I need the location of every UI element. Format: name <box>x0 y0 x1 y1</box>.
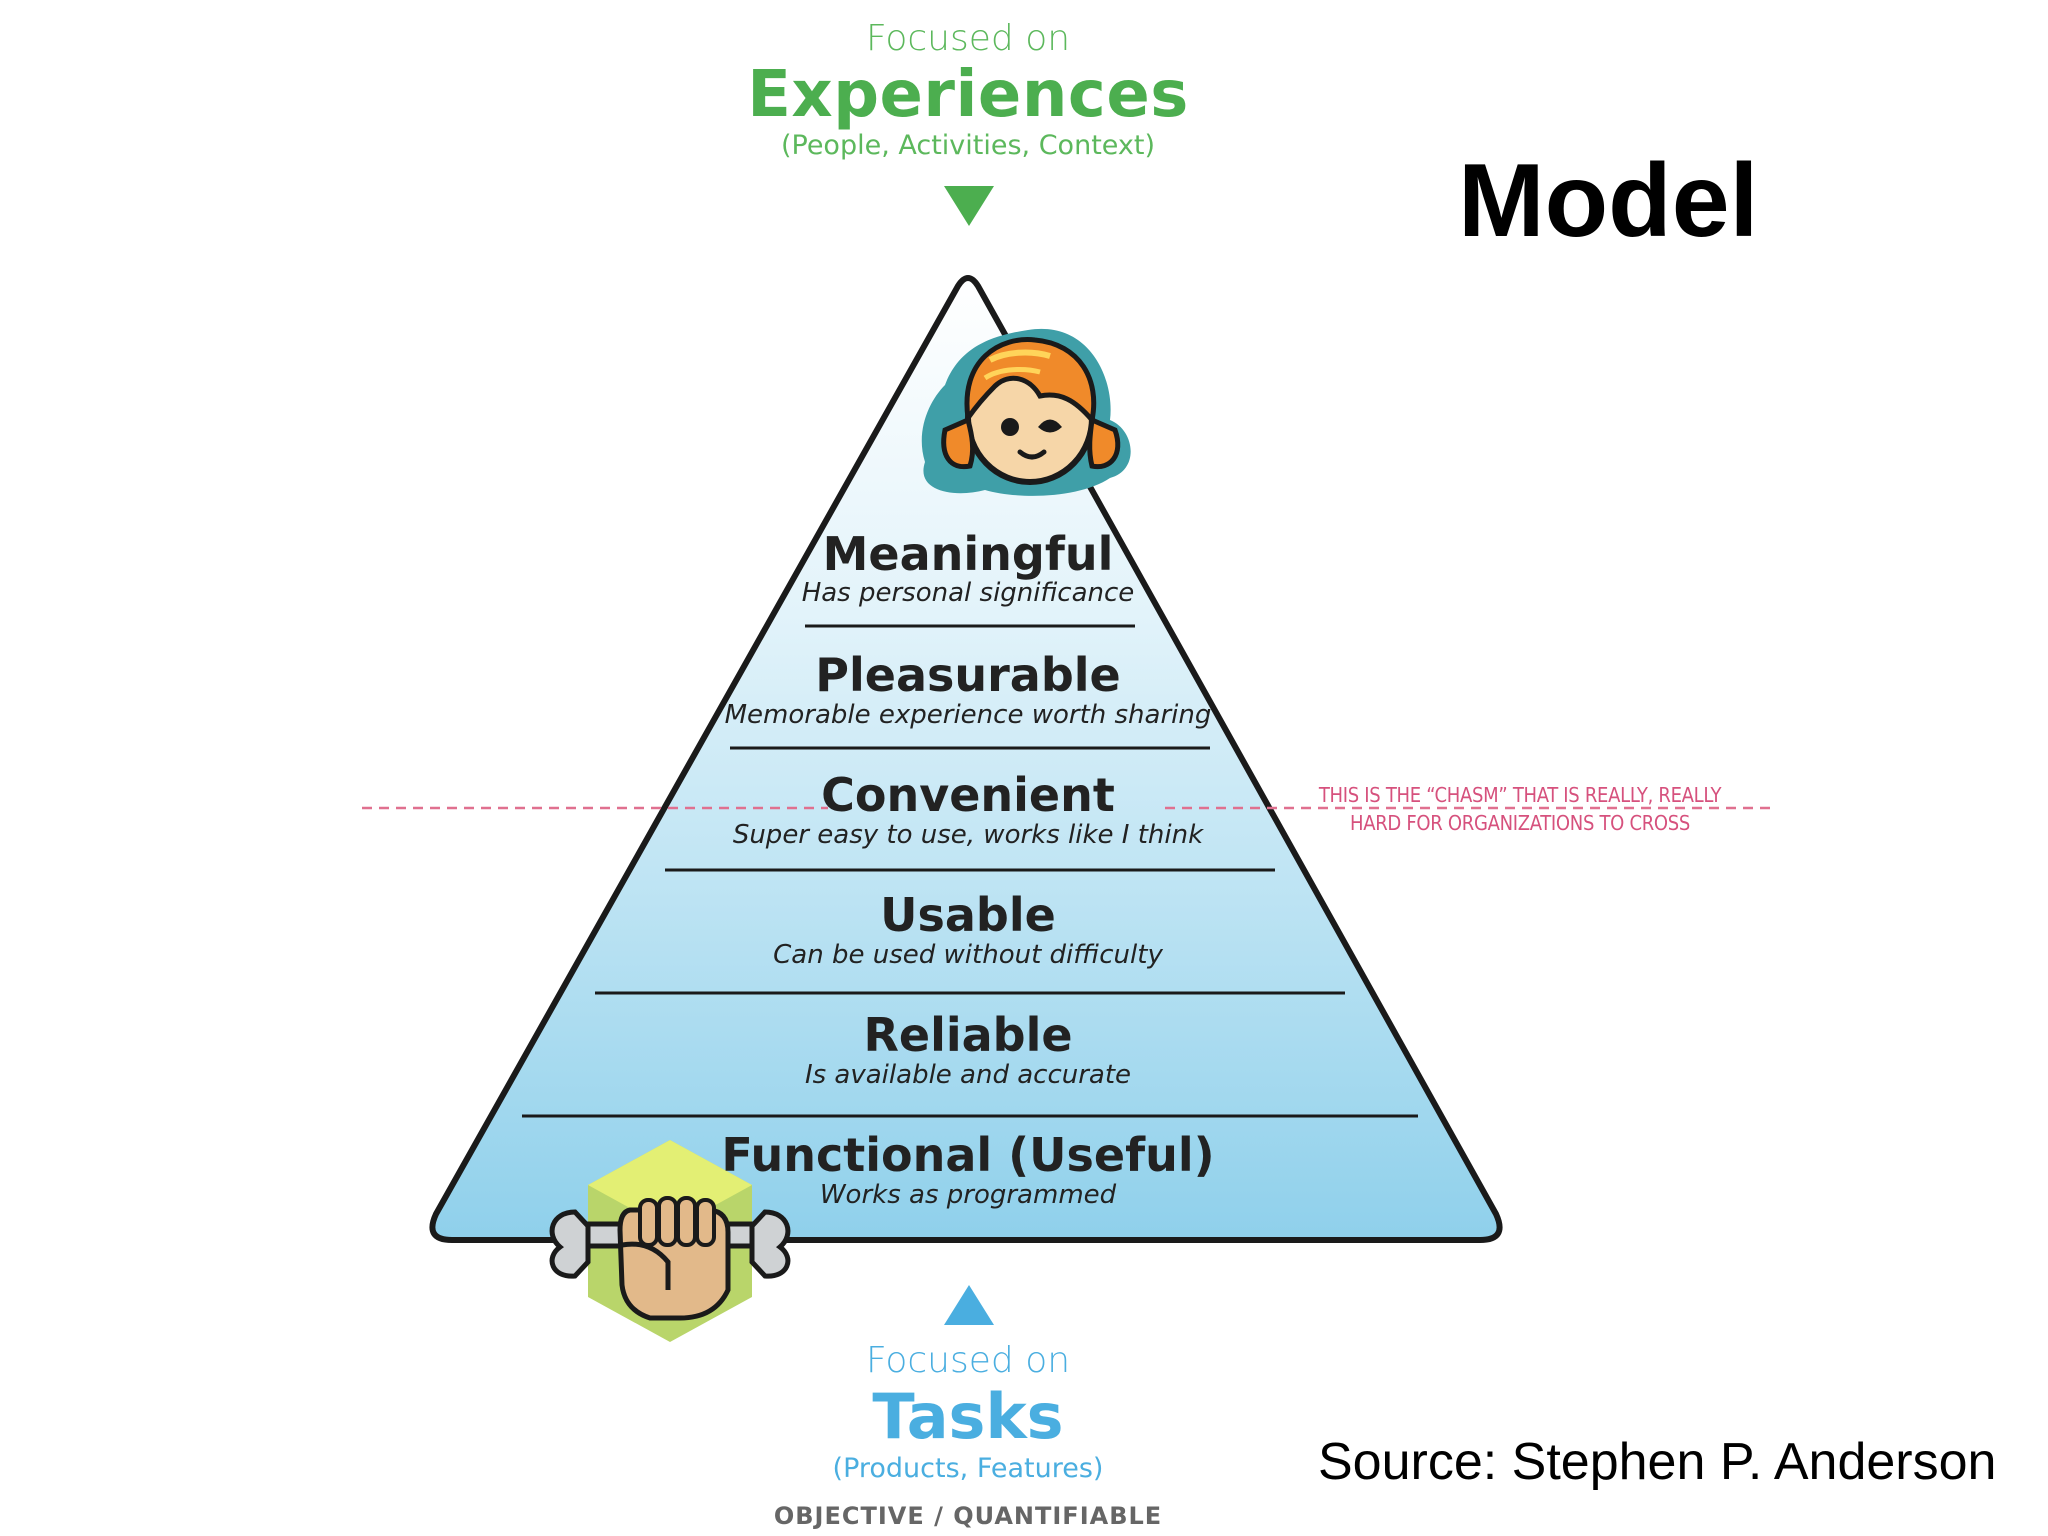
chasm-note-line1: THIS IS THE “CHASM” THAT IS REALLY, REAL… <box>1318 783 1722 807</box>
up-arrow-icon <box>944 1285 994 1325</box>
girl-face-icon <box>921 328 1131 496</box>
top-title: Experiences <box>747 58 1189 132</box>
pyramid-shape <box>429 275 1503 1243</box>
level-desc-convenient: Super easy to use, works like I think <box>732 820 1204 850</box>
level-name-functional: Functional (Useful) <box>721 1128 1215 1182</box>
level-desc-usable: Can be used without difficulty <box>773 940 1163 970</box>
slide-title: Model <box>1458 143 1759 259</box>
bottom-focused-label: Focused on <box>865 1340 1071 1381</box>
level-desc-pleasurable: Memorable experience worth sharing <box>724 700 1212 730</box>
source-credit: Source: Stephen P. Anderson <box>1318 1433 1997 1491</box>
top-subtitle: (People, Activities, Context) <box>780 130 1156 161</box>
level-desc-functional: Works as programmed <box>819 1180 1117 1210</box>
bottom-title: Tasks <box>872 1380 1064 1453</box>
bottom-caption: OBJECTIVE / QUANTIFIABLE <box>773 1502 1163 1530</box>
fist-wrench-icon <box>549 1140 791 1342</box>
level-name-usable: Usable <box>880 888 1056 942</box>
down-arrow-icon <box>944 186 994 226</box>
chasm-note-line2: HARD FOR ORGANIZATIONS TO CROSS <box>1349 811 1691 835</box>
bottom-subtitle: (Products, Features) <box>832 1453 1104 1484</box>
level-name-pleasurable: Pleasurable <box>815 648 1121 702</box>
level-desc-meaningful: Has personal significance <box>801 578 1135 608</box>
top-focused-label: Focused on <box>865 18 1071 59</box>
level-name-meaningful: Meaningful <box>822 527 1114 581</box>
level-name-convenient: Convenient <box>821 768 1115 822</box>
level-desc-reliable: Is available and accurate <box>804 1060 1132 1090</box>
level-name-reliable: Reliable <box>863 1008 1073 1062</box>
